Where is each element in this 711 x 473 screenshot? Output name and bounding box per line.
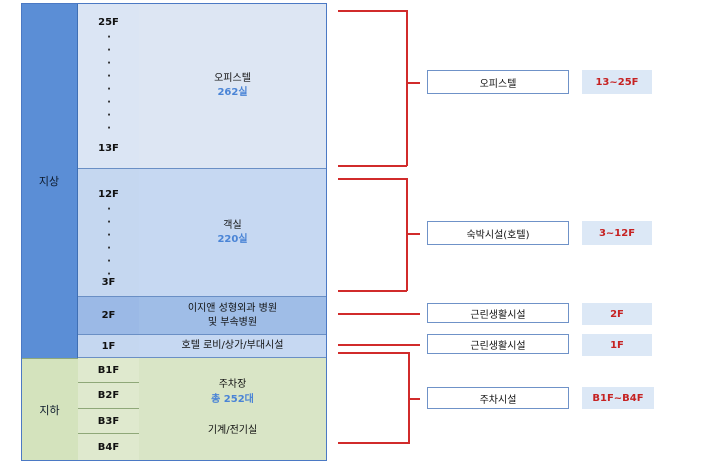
section-basement: 주차장 총 252대 기계/전기실 xyxy=(139,358,326,460)
label-2f-text: 근린생활시설 xyxy=(470,309,526,321)
section-2f-line2: 및 부속병원 xyxy=(207,316,258,328)
label-2f: 근린생활시설 xyxy=(427,303,573,327)
label-hotel: 숙박시설(호텔) xyxy=(427,221,573,249)
section-1f-text: 호텔 로비/상가/부대시설 xyxy=(181,340,284,352)
label-1f: 근린생활시설 xyxy=(427,334,573,358)
floor-label-b4f: B4F xyxy=(78,434,139,460)
bracket-parking-vertical xyxy=(408,352,410,443)
bracket-parking-pointer xyxy=(408,398,420,400)
value-2f-text: 2F xyxy=(610,308,624,320)
label-parking-text: 주차시설 xyxy=(479,394,517,406)
bracket-parking-bottom xyxy=(338,442,410,444)
bracket-hotel-pointer xyxy=(406,233,420,235)
section-office: 오피스텔 262실 xyxy=(139,3,326,169)
floor-label-3f: 3F xyxy=(101,276,116,288)
bracket-office-vertical xyxy=(406,10,408,166)
value-hotel-text: 3~12F xyxy=(598,227,636,239)
bracket-parking-top xyxy=(338,352,410,354)
value-2f: 2F xyxy=(582,303,657,330)
section-office-title: 오피스텔 xyxy=(214,73,251,84)
bracket-hotel-top xyxy=(338,178,407,180)
bracket-office-top xyxy=(338,10,407,12)
section-parking-title: 주차장 xyxy=(218,379,247,390)
floor-label-b3f: B3F xyxy=(78,409,139,434)
section-hotel-title: 객실 xyxy=(223,220,242,231)
value-parking-text: B1F~B4F xyxy=(592,392,644,404)
value-1f: 1F xyxy=(582,334,657,361)
floor-label-b1f: B1F xyxy=(78,358,139,383)
label-hotel-text: 숙박시설(호텔) xyxy=(466,229,530,241)
section-office-count: 262실 xyxy=(217,86,248,98)
value-office: 13~25F xyxy=(582,70,657,99)
bracket-hotel-bottom xyxy=(338,290,407,292)
bracket-office-pointer xyxy=(406,82,420,84)
section-hotel: 객실 220실 xyxy=(139,169,326,297)
value-1f-text: 1F xyxy=(610,339,624,351)
label-1f-text: 근린생활시설 xyxy=(470,340,526,352)
floor-label-b2f: B2F xyxy=(78,383,139,409)
bracket-2f-line xyxy=(338,313,420,315)
floor-label-13f: 13F xyxy=(98,142,119,154)
value-hotel: 3~12F xyxy=(582,221,657,250)
category-above-ground: 지상 xyxy=(21,3,78,358)
value-office-text: 13~25F xyxy=(595,76,639,88)
category-label-above: 지상 xyxy=(38,174,60,188)
floor-dots: ········ xyxy=(107,32,111,134)
floor-cell-13-25: 25F ········ 13F xyxy=(78,3,139,169)
floor-cell-3-12: 12F ······ 3F xyxy=(78,169,139,297)
floor-label-1f: 1F xyxy=(78,335,139,358)
floor-label-25f: 25F xyxy=(98,16,119,28)
category-below-ground: 지하 xyxy=(21,358,78,460)
bracket-office-bottom xyxy=(338,165,407,167)
section-2f: 이지앤 성형외과 병원 및 부속병원 xyxy=(139,297,326,335)
section-hotel-count: 220실 xyxy=(217,233,248,245)
section-2f-line1: 이지앤 성형외과 병원 xyxy=(187,303,278,314)
section-1f: 호텔 로비/상가/부대시설 xyxy=(139,335,326,358)
section-mech: 기계/전기실 xyxy=(207,425,258,436)
floor-dots: ······ xyxy=(107,204,111,280)
floor-label-2f: 2F xyxy=(78,297,139,335)
section-parking-count: 총 252대 xyxy=(211,394,254,405)
value-parking: B1F~B4F xyxy=(582,387,659,414)
category-label-below: 지하 xyxy=(39,403,60,417)
label-parking: 주차시설 xyxy=(427,387,573,413)
label-office-text: 오피스텔 xyxy=(479,78,517,90)
floor-label-12f: 12F xyxy=(98,188,119,200)
bracket-1f-line xyxy=(338,344,420,346)
label-office: 오피스텔 xyxy=(427,70,573,98)
